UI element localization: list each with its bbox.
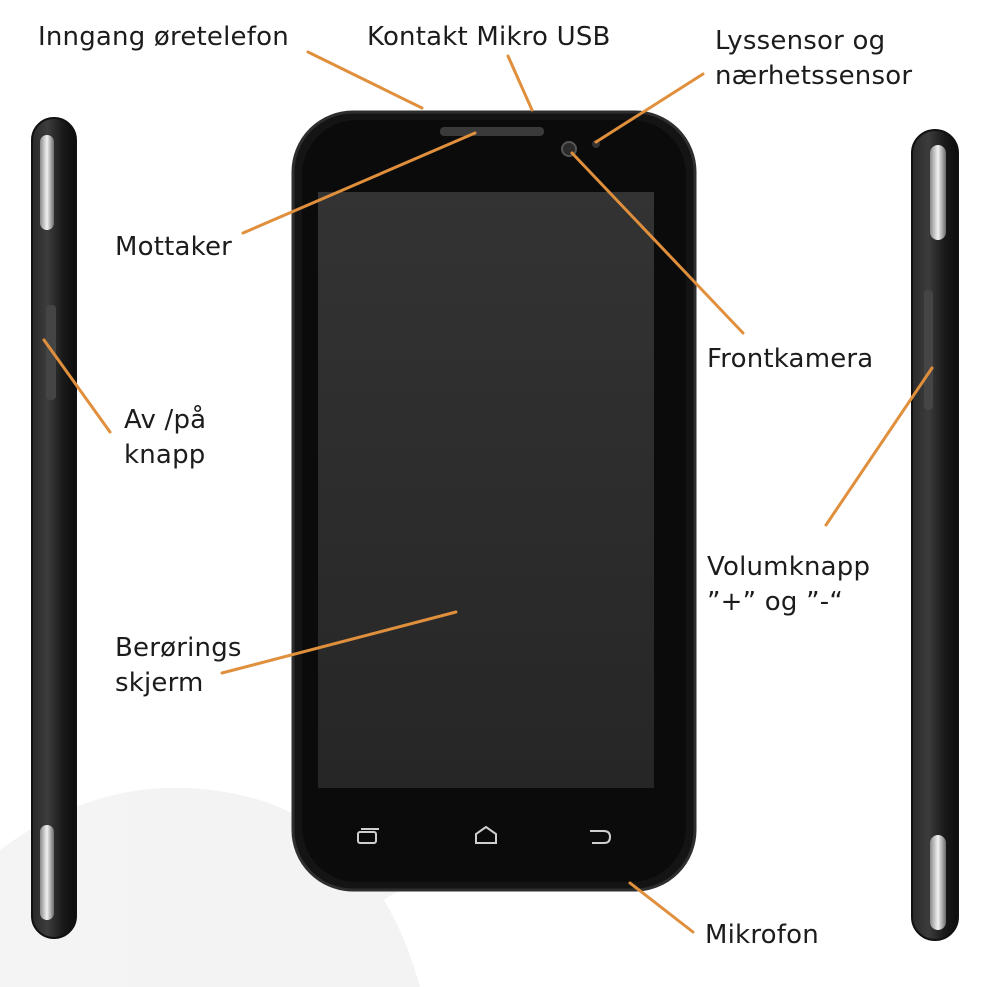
leader-line-light-sensor	[594, 72, 705, 144]
label-front-camera: Frontkamera	[707, 344, 874, 374]
leader-line-power-button	[42, 338, 112, 434]
touchscreen	[318, 192, 654, 788]
label-microphone: Mikrofon	[705, 920, 819, 950]
label-touchscreen: Berørings skjerm	[115, 633, 242, 698]
phone-left-side-view	[31, 117, 77, 939]
label-micro-usb: Kontakt Mikro USB	[367, 22, 611, 52]
leader-line-volume-button	[824, 366, 934, 527]
volume-button	[924, 290, 933, 410]
earpiece-receiver	[440, 127, 544, 136]
leader-line-touchscreen	[220, 610, 458, 675]
label-volume-button: Volumknapp ”+” og ”-“	[707, 552, 871, 617]
leader-line-micro-usb	[506, 54, 534, 112]
label-light-sensor: Lyssensor og nærhetssensor	[715, 26, 913, 91]
power-button	[46, 305, 56, 400]
label-headphone-jack: Inngang øretelefon	[38, 22, 289, 52]
back-icon	[590, 830, 612, 844]
leader-line-receiver	[241, 131, 477, 235]
leader-lines	[42, 50, 934, 934]
recent-apps-icon	[357, 828, 379, 844]
label-power-button: Av /på knapp	[124, 405, 207, 470]
phone-front-view	[291, 110, 697, 892]
leader-line-microphone	[628, 881, 695, 934]
home-icon	[475, 825, 497, 844]
leader-line-headphone-jack	[306, 50, 424, 110]
label-receiver: Mottaker	[115, 232, 233, 262]
leader-line-front-camera	[570, 151, 745, 335]
phone-right-side-view	[911, 129, 959, 941]
